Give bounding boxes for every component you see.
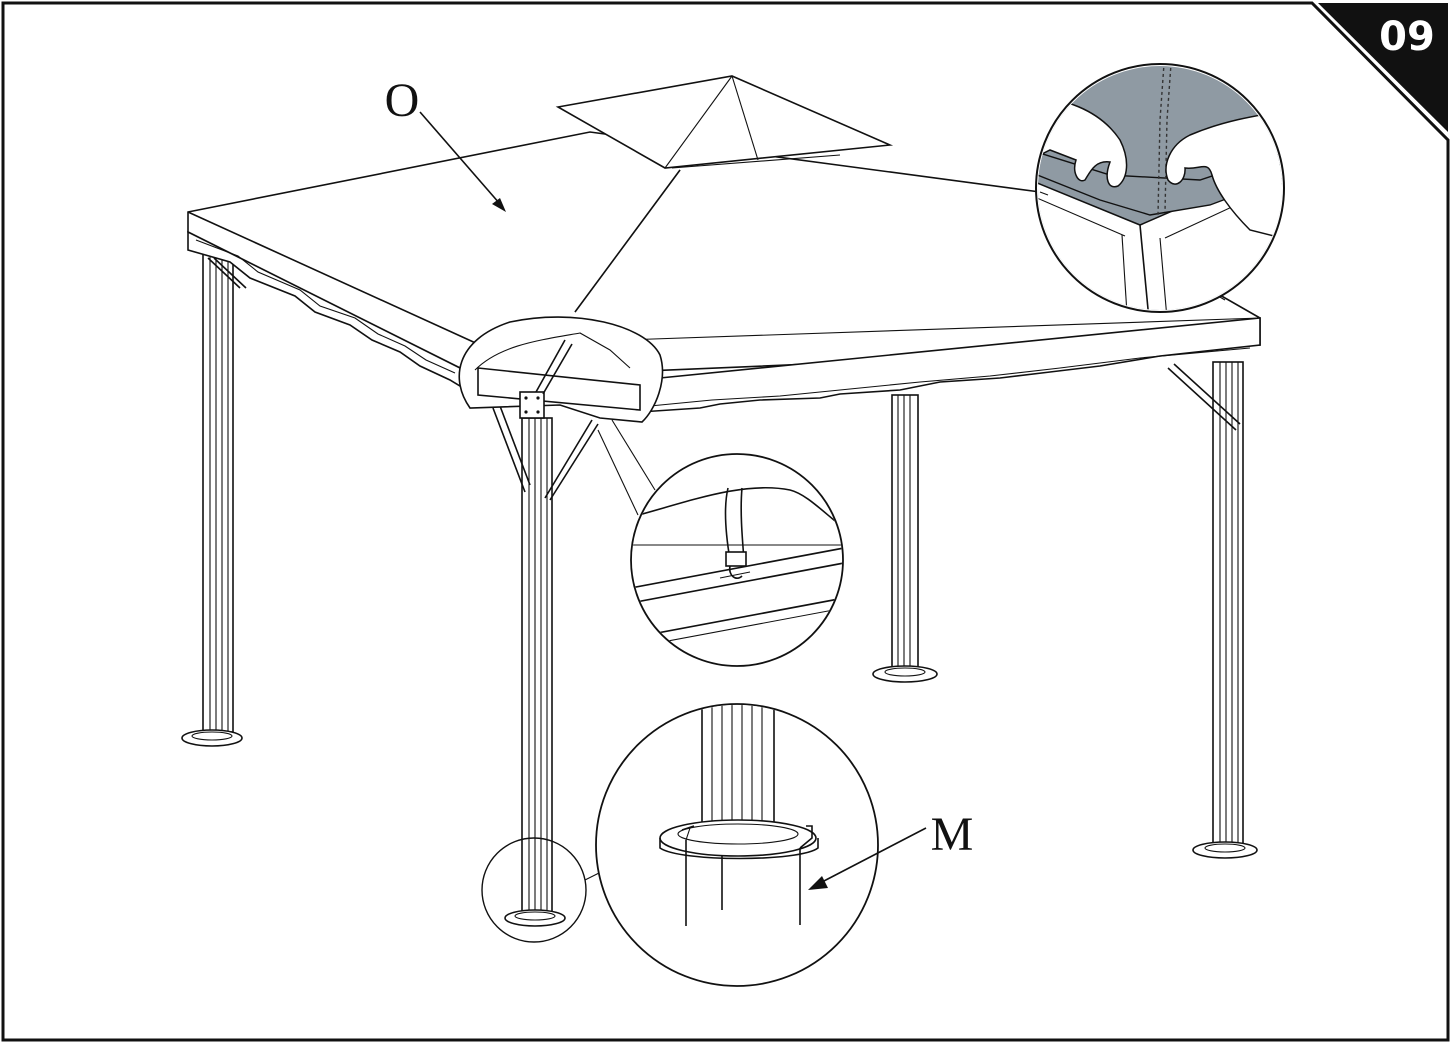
- valance-front: [559, 317, 1261, 413]
- step-badge: 09: [1318, 3, 1448, 132]
- detail-leg-base: [481, 703, 879, 987]
- label-canopy: O: [385, 74, 420, 127]
- arrow-canopy: [419, 111, 506, 212]
- detail-buckle-strap: [597, 419, 844, 667]
- leg-back-left: [181, 251, 247, 747]
- leg-front-corner: [492, 405, 599, 927]
- detail-corner-attach: [1035, 63, 1285, 313]
- arrow-ground-stake: [808, 827, 927, 890]
- leg-front-right: [1167, 361, 1258, 859]
- hand-icon: [1165, 109, 1282, 241]
- leg-back-middle: [872, 394, 938, 683]
- canopy-corner-fold: [458, 316, 664, 423]
- buckle-icon: [719, 487, 751, 580]
- gazebo: [181, 75, 1261, 927]
- canopy-top-vent: [555, 75, 894, 313]
- step-number: 09: [1379, 14, 1435, 60]
- ground-stake-icon: [681, 825, 813, 926]
- label-ground-stake: M: [931, 808, 974, 861]
